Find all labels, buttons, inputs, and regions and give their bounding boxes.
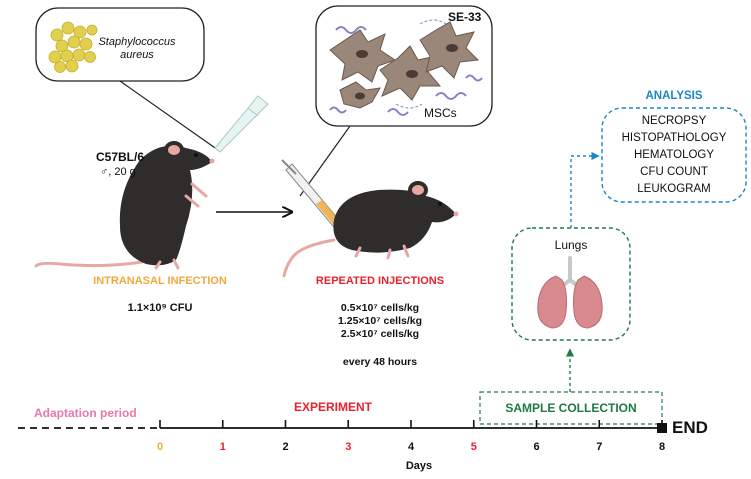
experiment-label: EXPERIMENT <box>294 400 373 414</box>
lungs-icon <box>537 256 603 329</box>
dose-high: 2.5×10⁷ cells/kg <box>340 328 420 340</box>
peptide-strands-icon <box>329 26 483 116</box>
dose-low: 0.5×10⁷ cells/kg <box>340 302 420 314</box>
analysis-item: CFU COUNT <box>640 166 708 178</box>
mouse-details-label: ♂, 20 g <box>100 166 136 178</box>
species-epithet: aureus <box>120 49 154 61</box>
day-label: 6 <box>533 441 539 453</box>
mouse-treated-icon <box>282 181 459 278</box>
sample-collection-box <box>479 391 663 425</box>
day-label: 7 <box>596 441 602 453</box>
analysis-item: HISTOPATHOLOGY <box>621 132 727 144</box>
species-genus: Staphylococcus <box>98 36 176 48</box>
analysis-box <box>601 107 747 203</box>
pipette-icon <box>214 95 269 153</box>
msc-callout <box>299 5 493 197</box>
infection-dose: 1.1×10⁹ CFU <box>127 302 193 314</box>
day-label: 5 <box>471 441 477 453</box>
msc-label: MSCs <box>424 106 457 120</box>
lungs-label: Lungs <box>554 238 588 252</box>
analysis-item: LEUKOGRAM <box>637 183 711 195</box>
injection-doses: 0.5×10⁷ cells/kg 1.25×10⁷ cells/kg 2.5×1… <box>310 302 450 341</box>
mouse-infected-icon <box>34 141 215 270</box>
injections-label: REPEATED INJECTIONS <box>315 275 445 287</box>
bacteria-cluster-icon <box>48 21 98 73</box>
analysis-item: HEMATOLOGY <box>633 149 715 161</box>
days-axis-label: Days <box>405 460 433 472</box>
day-label: 8 <box>659 441 665 453</box>
analysis-item: NECROPSY <box>641 115 707 127</box>
day-label: 4 <box>408 441 415 453</box>
lungs-box <box>511 227 631 341</box>
bacteria-species-label: Staphylococcus aureus <box>92 36 182 62</box>
mouse-strain-label: C57BL/6 <box>96 150 145 164</box>
peptide-label: SE-33 <box>448 10 482 24</box>
lungs-to-analysis-arrow <box>570 151 600 228</box>
analysis-list: NECROPSY HISTOPATHOLOGY HEMATOLOGY CFU C… <box>602 113 746 198</box>
day-label: 3 <box>345 441 351 453</box>
day-label: 2 <box>282 441 288 453</box>
end-label: END <box>672 418 708 437</box>
infection-label: INTRANASAL INFECTION <box>93 275 227 287</box>
timeline: 0 1 2 3 4 5 6 7 8 <box>18 420 667 453</box>
analysis-title: ANALYSIS <box>645 90 703 102</box>
injection-frequency: every 48 hours <box>342 356 418 368</box>
dose-mid: 1.25×10⁷ cells/kg <box>337 315 423 327</box>
bacteria-callout <box>35 7 219 151</box>
day-label: 1 <box>220 441 226 453</box>
adaptation-label: Adaptation period <box>34 406 137 420</box>
day-label: 0 <box>157 441 163 453</box>
sample-collection-label: SAMPLE COLLECTION <box>505 401 637 415</box>
